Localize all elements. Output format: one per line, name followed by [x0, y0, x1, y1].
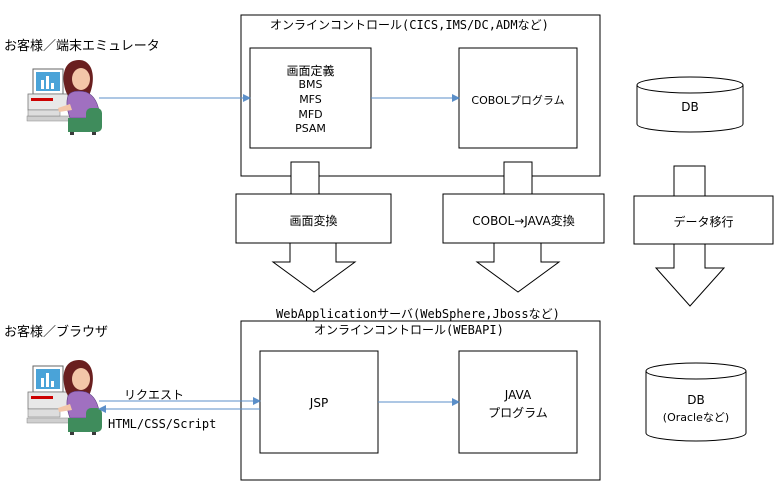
response-label: HTML/CSS/Script: [108, 417, 217, 431]
bottom-db-label: DB: [687, 393, 705, 407]
screen-def-item: PSAM: [295, 122, 326, 135]
bottom-online-control-title: オンラインコントロール(WEBAPI): [314, 323, 504, 337]
user-terminal-icon: [26, 60, 102, 135]
java-program-label: プログラム: [488, 406, 548, 420]
java-label: JAVA: [504, 388, 532, 402]
cobol-java-conversion-label: COBOL→JAVA変換: [472, 214, 575, 228]
cobol-program-label: COBOLプログラム: [471, 94, 565, 107]
screen-definition-title: 画面定義: [286, 64, 335, 78]
java-program-box: [458, 350, 578, 454]
screen-conversion-block-arrow: [235, 161, 392, 293]
top-online-control-title: オンラインコントロール(CICS,IMS/DC,ADMなど): [270, 18, 549, 32]
bottom-db-sublabel: (Oracleなど): [662, 411, 730, 424]
screen-def-item: MFD: [298, 108, 323, 121]
data-migration-block-arrow: [633, 165, 774, 307]
screen-conversion-label: 画面変換: [289, 214, 338, 228]
bottom-db-cylinder: [645, 362, 747, 442]
web-app-server-label: WebApplicationサーバ(WebSphere,Jbossなど): [276, 307, 560, 321]
data-migration-label: データ移行: [673, 215, 734, 229]
top-customer-label: お客様／端末エミュレータ: [4, 39, 160, 54]
cobol-program-box: [458, 47, 578, 149]
screen-def-item: BMS: [298, 78, 323, 91]
top-db-cylinder: [636, 76, 744, 133]
request-label: リクエスト: [124, 388, 185, 402]
screen-definition-box: [249, 47, 372, 149]
jsp-label: JSP: [309, 396, 329, 410]
cobol-java-conversion-block-arrow: [442, 161, 605, 293]
top-db-label: DB: [681, 100, 699, 114]
screen-def-item: MFS: [299, 93, 322, 106]
bottom-customer-label: お客様／ブラウザ: [4, 325, 109, 340]
user-browser-icon: [26, 360, 102, 435]
